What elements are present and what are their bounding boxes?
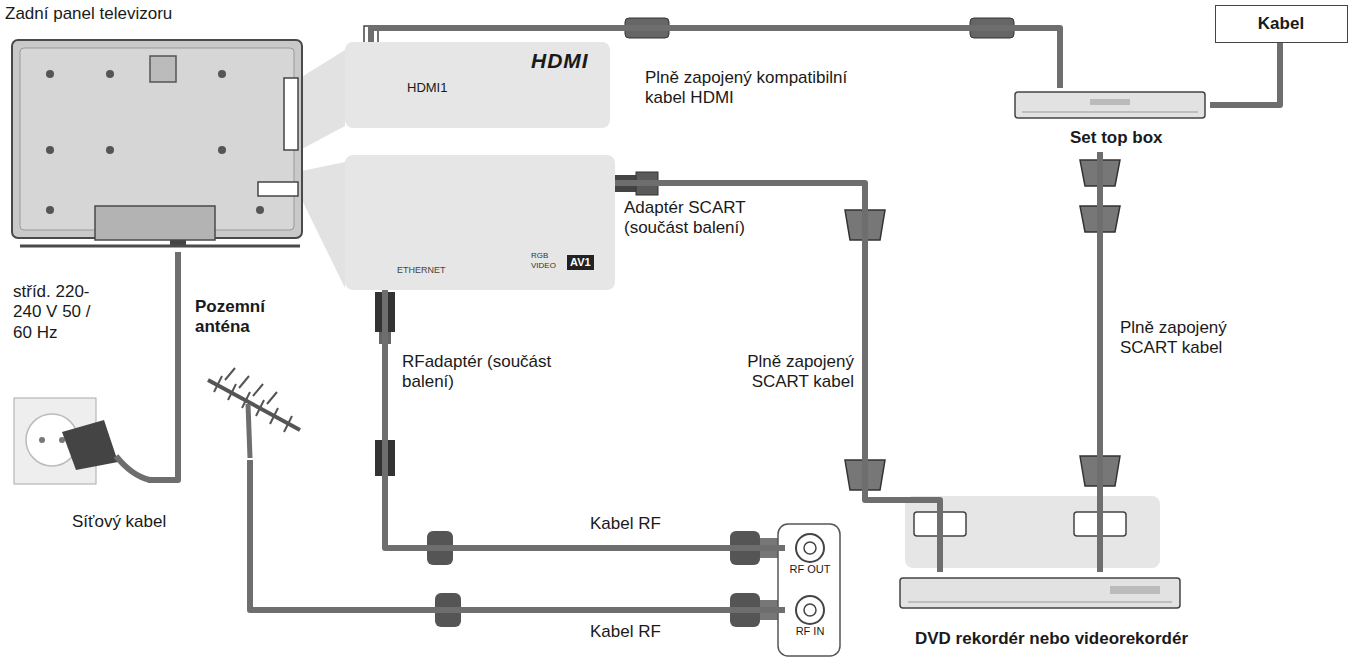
rf-terminal-panel: [796, 596, 824, 624]
wall-outlet: [39, 437, 45, 443]
node-text: Zadní panel televizoru: [5, 4, 172, 24]
hdmi-callout-panel: HDMI HDMI1: [345, 42, 610, 128]
node-text: RGB VIDEO: [531, 251, 561, 270]
tv-back-panel: [218, 146, 226, 154]
scart-plug: [845, 160, 1120, 490]
tv-back-panel: [46, 70, 54, 78]
node-text: Pozemní anténa: [195, 297, 287, 338]
node-text: stříd. 220-240 V 50 / 60 Hz: [13, 282, 108, 343]
node-text: ETHERNET: [397, 265, 446, 276]
tv-back-panel: [95, 206, 215, 240]
terrestrial-antenna: [214, 376, 292, 432]
cable: [1210, 43, 1280, 105]
cable: [250, 460, 785, 610]
tv-back-panel: [46, 146, 54, 154]
rf-terminal-panel: [796, 534, 824, 562]
cable: [615, 183, 940, 572]
cable: [385, 290, 785, 548]
node-text: HDMI1: [407, 80, 447, 96]
cable-label: Plně zapojený SCART kabel: [722, 352, 854, 393]
set-top-box: [1022, 112, 1198, 113]
wall-outlet: [116, 456, 150, 480]
terrestrial-antenna: [208, 368, 300, 458]
rf-terminal-panel: [778, 524, 840, 656]
rf-adapter: [375, 292, 782, 627]
tv-back-panel: [284, 78, 298, 150]
tv-rear-panel: Zadní panel televizoru: [5, 2, 310, 252]
rf-terminal-panel: [804, 604, 816, 616]
node-text: DVD rekordér nebo videorekordér: [915, 629, 1188, 649]
rf-terminal-panel: [804, 542, 816, 554]
set-top-box: [1090, 99, 1130, 105]
dvd-recorder: [900, 578, 1180, 608]
tv-back-panel: [20, 245, 300, 248]
node-text: RF IN: [785, 625, 835, 638]
tv-back-panel: [258, 182, 298, 196]
terrestrial-antenna: [248, 404, 250, 458]
cable-label: Síťový kabel: [72, 512, 166, 532]
wall-outlet: [14, 398, 150, 484]
tv-back-panel: [106, 146, 114, 154]
node-text: Kabel: [1216, 14, 1346, 34]
callout-wedge: [300, 50, 345, 150]
rf-terminal-panel: [778, 524, 840, 656]
set-top-box: Set top box: [1010, 88, 1210, 152]
tv-back-panel: [150, 56, 176, 82]
node-text: Set top box: [1070, 128, 1163, 148]
node-text: RF OUT: [785, 563, 835, 576]
av-callout-panel: ETHERNET RGB VIDEO AV1: [345, 155, 615, 290]
node-text: AV1: [567, 255, 594, 270]
tv-back-panel: [218, 70, 226, 78]
tv-back-panel: [20, 48, 294, 230]
wall-outlet: [59, 437, 65, 443]
dvd-recorder: [908, 602, 1172, 603]
tv-back-panel: [106, 70, 114, 78]
set-top-box: [1015, 92, 1205, 118]
cable: [1097, 152, 1103, 572]
source-box: Kabel: [1215, 5, 1348, 43]
cable: [148, 252, 178, 480]
rf-in-terminal: RF IN: [785, 592, 837, 652]
terrestrial-antenna: [225, 368, 277, 404]
set-top-box: [1015, 92, 1205, 118]
mains-outlet: stříd. 220-240 V 50 / 60 Hz: [8, 282, 148, 502]
antenna: Pozemní anténa: [195, 295, 305, 460]
wall-outlet: [62, 420, 118, 470]
adapter-note: Adaptér SCART (součást balení): [624, 198, 774, 239]
adapter-note: RFadaptér (součást balení): [402, 352, 552, 393]
cable-label: Kabel RF: [590, 514, 661, 534]
cable-label: Plně zapojený kompatibilní kabel HDMI: [645, 68, 880, 109]
cable-label: Plně zapojený SCART kabel: [1120, 318, 1255, 359]
dvd-recorder: DVD rekordér nebo videorekordér: [885, 572, 1205, 658]
rf-out-terminal: RF OUT: [785, 530, 837, 588]
terrestrial-antenna: [208, 380, 300, 430]
cable-label: Kabel RF: [590, 622, 661, 642]
tv-back-panel: [256, 206, 264, 214]
tv-back-panel: [46, 206, 54, 214]
dvd-recorder: [905, 496, 1160, 568]
node-text: HDMI: [531, 48, 589, 73]
tv-back-panel: [12, 40, 302, 246]
dvd-recorder: [1110, 586, 1160, 594]
